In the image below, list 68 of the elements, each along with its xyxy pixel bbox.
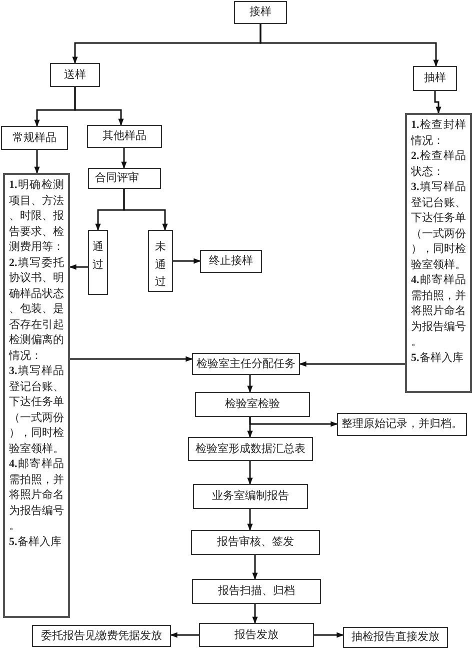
arrow [121, 148, 127, 169]
box-label: 终止接样 [209, 256, 253, 267]
arrow [123, 189, 168, 231]
process-box [148, 230, 173, 292]
arrow [173, 258, 201, 264]
process-box [1, 126, 68, 150]
process-box [413, 66, 457, 91]
arrow [314, 632, 344, 638]
box-label: 通过 [92, 240, 104, 273]
arrow [434, 91, 442, 114]
step-text: 4.邮寄样品需拍照，并将照片命名为报告编号。 [411, 273, 466, 350]
step-text: 1.明确检测项目、方法、时限、报告要求、检测费用等： [9, 178, 64, 255]
box-label: 委托报告见缴费凭据发放 [41, 630, 162, 642]
arrow [74, 87, 124, 126]
arrow [249, 417, 338, 427]
process-box [88, 230, 108, 295]
process-box [192, 353, 300, 375]
arrow [247, 375, 253, 393]
box-label: 送样 [64, 70, 86, 80]
arrow [299, 361, 405, 367]
step-text: 5.备样入库 [411, 350, 464, 366]
step-text: 5.备样入库 [9, 534, 62, 550]
box-label: 检验室主任分配任务 [196, 358, 296, 370]
process-box [200, 250, 262, 273]
process-box [191, 530, 320, 555]
process-box [193, 484, 308, 509]
arrow [34, 150, 40, 174]
box-label: 接样 [250, 7, 272, 18]
box-label: 合同评审 [95, 173, 139, 184]
process-box [88, 168, 161, 189]
process-box [87, 125, 162, 148]
step-text: 3.填写样品登记台账、下达任务单（一式两份），同时检验室领样。 [411, 180, 466, 272]
arrow [170, 632, 199, 638]
arrow [69, 264, 88, 270]
arrow [260, 24, 439, 67]
box-label: 业务室编制报告 [212, 491, 289, 502]
box-label: 抽检报告直接发放 [352, 632, 440, 643]
step-text: 4.邮寄样品需拍照，并将照片命名为报告编号。 [9, 457, 64, 534]
step-text: 2.填写委托协议书、明确样品状态、包装、是否存在引起检测偏离的情况： [9, 256, 64, 364]
step-text: 3.填写样品登记台账、下达任务单（一式两份），同时检验室领样。 [9, 364, 64, 456]
process-box [337, 413, 467, 436]
process-box [199, 623, 314, 647]
box-label: 抽样 [424, 73, 446, 84]
process-box [192, 579, 321, 604]
note-box [405, 113, 472, 393]
arrow [247, 509, 253, 531]
arrow [252, 555, 258, 580]
box-label: 整理原始记录，并归档。 [342, 419, 462, 430]
box-label: 报告审核、签发 [217, 537, 294, 548]
step-text: 1.检查封样情况： [411, 118, 466, 148]
box-label: 其他样品 [102, 131, 146, 142]
process-box [50, 63, 100, 87]
box-label: 报告扫描、归档 [218, 586, 295, 597]
box-label: 常规样品 [12, 132, 56, 144]
box-label: 报告发放 [234, 630, 278, 640]
process-box [195, 392, 310, 417]
note-box [3, 173, 70, 618]
process-box [343, 627, 448, 648]
box-label: 检验室形成数据汇总表 [196, 444, 306, 454]
step-text: 2.检查样品状态： [411, 149, 466, 180]
arrow [252, 604, 258, 624]
process-box [234, 1, 287, 24]
process-box [32, 625, 171, 647]
box-label: 检验室检验 [225, 399, 280, 410]
box-label: 未通过 [155, 240, 166, 290]
process-box [188, 437, 313, 461]
arrow [247, 461, 253, 485]
arrow [70, 356, 193, 362]
